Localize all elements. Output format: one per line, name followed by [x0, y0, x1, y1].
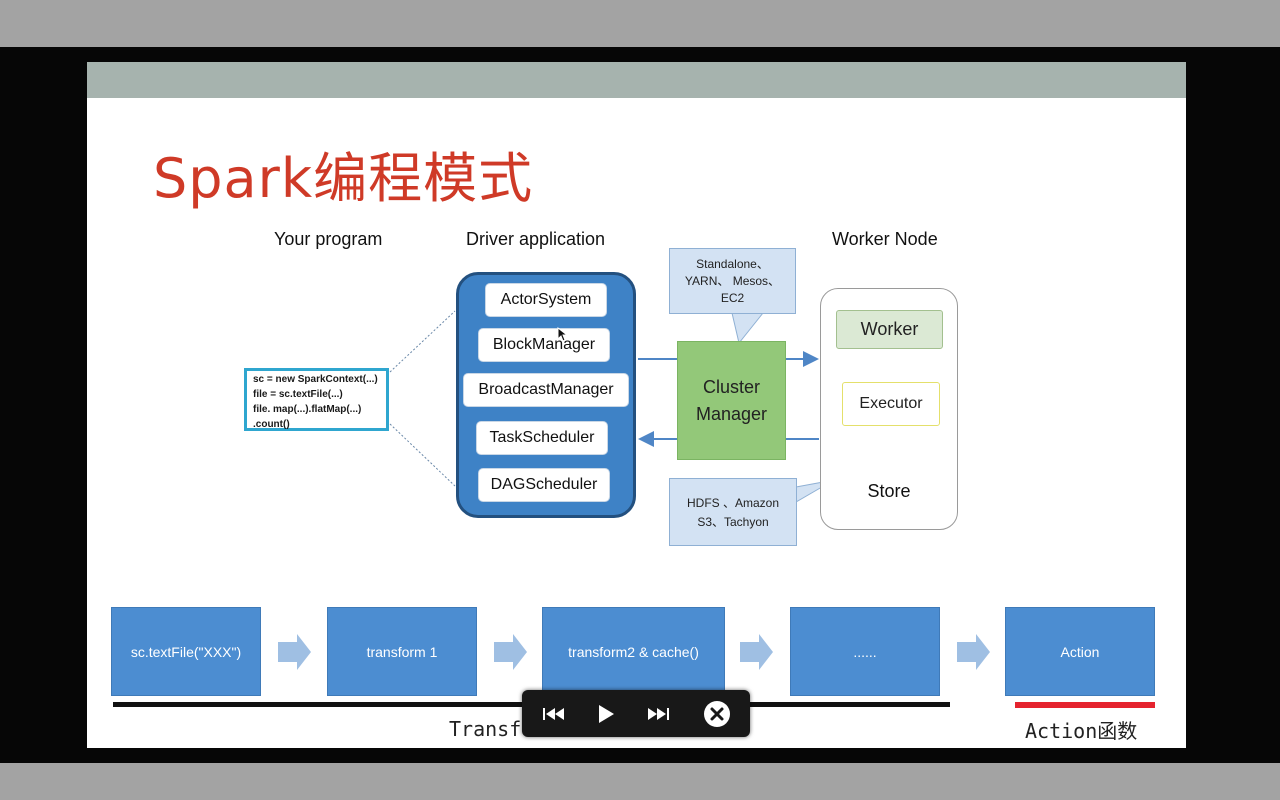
callout-line: Standalone、 [696, 257, 769, 271]
module-broadcast-manager: BroadcastManager [464, 374, 628, 406]
callout-line: HDFS 、Amazon [686, 496, 780, 510]
callout-storage-types: HDFS 、Amazon S3、Tachyon [669, 478, 797, 546]
flow-step-ellipsis: ...... [790, 607, 940, 696]
media-player-controls [522, 690, 750, 737]
heading-worker-node: Worker Node [832, 229, 938, 249]
skip-forward-button[interactable] [642, 698, 674, 730]
worker-box: Worker [836, 310, 943, 349]
callout-line: YARN、 Mesos、 [684, 274, 781, 288]
cluster-label-line: Cluster [702, 376, 760, 397]
executor-box: Executor [842, 382, 940, 426]
module-actor-system: ActorSystem [486, 284, 606, 316]
skip-back-button[interactable] [538, 698, 570, 730]
slide: Spark编程模式 Your program Driver applicatio… [87, 62, 1186, 748]
heading-driver-application: Driver application [466, 229, 606, 249]
store-label: Store [867, 481, 911, 501]
skip-back-icon [543, 708, 564, 720]
dashed-link-top [389, 310, 456, 373]
callout-cluster-types: Standalone、 YARN、 Mesos、 EC2 [669, 248, 796, 314]
skip-forward-icon [648, 708, 669, 720]
close-button[interactable] [701, 698, 733, 730]
caption-action: Action函数 [1025, 719, 1138, 743]
module-task-scheduler: TaskScheduler [477, 422, 607, 454]
play-button[interactable] [590, 698, 622, 730]
dashed-link-bottom [389, 423, 456, 487]
heading-your-program: Your program [274, 229, 383, 249]
code-line: file = sc.textFile(...) [253, 389, 343, 400]
callout-line: S3、Tachyon [697, 515, 769, 529]
code-snippet: sc = new SparkContext(...) file = sc.tex… [244, 368, 389, 431]
code-line: file. map(...).flatMap(...) [253, 404, 362, 415]
caption-transform: Transf [449, 717, 522, 741]
flow-step-action: Action [1005, 607, 1155, 696]
cluster-label-line: Manager [695, 403, 768, 424]
flow-step-transform1: transform 1 [327, 607, 477, 696]
slide-title: Spark编程模式 [153, 147, 534, 210]
flow-step-transform2-cache: transform2 & cache() [542, 607, 725, 696]
close-icon [704, 701, 730, 727]
flow-step-textfile: sc.textFile("XXX") [111, 607, 261, 696]
code-line: .count() [253, 419, 290, 430]
play-icon [599, 705, 614, 723]
action-underline [1015, 702, 1155, 708]
cluster-manager-box: Cluster Manager [677, 341, 786, 460]
code-line: sc = new SparkContext(...) [253, 374, 378, 385]
callout-top-tail [731, 312, 765, 345]
module-block-manager: BlockManager [479, 329, 609, 361]
callout-line: EC2 [720, 291, 745, 305]
module-dag-scheduler: DAGScheduler [479, 469, 609, 501]
mouse-cursor-icon [557, 327, 569, 342]
slide-top-bar [87, 62, 1186, 98]
